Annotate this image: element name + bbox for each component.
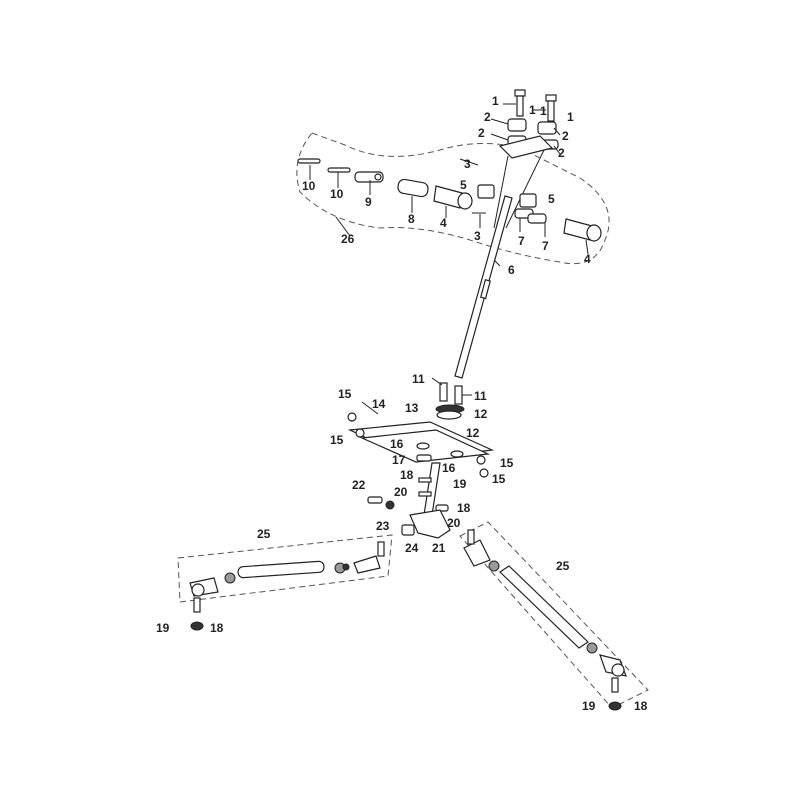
label-20: 20	[447, 516, 461, 530]
label-21: 21	[432, 541, 446, 555]
label-18: 18	[210, 621, 224, 635]
top-mount-brace	[493, 149, 545, 229]
label-2: 2	[478, 126, 485, 140]
label-2: 2	[484, 110, 491, 124]
label-1: 1	[567, 110, 574, 124]
label-6: 6	[508, 263, 515, 277]
shaft-lower-bolts-11	[439, 382, 463, 405]
top-clamp-bolts	[514, 89, 557, 122]
label-13: 13	[405, 401, 419, 415]
left-tie-rod-assembly-boundary	[177, 534, 393, 603]
label-11: 11	[412, 372, 425, 386]
label-2: 2	[558, 146, 565, 160]
label-24: 24	[405, 541, 419, 555]
label-10: 10	[330, 187, 344, 201]
right-tie-rod	[463, 529, 627, 711]
label-19: 19	[156, 621, 170, 635]
pitman-arm-21-24	[401, 509, 451, 539]
lever-bracket-9	[354, 171, 384, 183]
label-15: 15	[500, 456, 514, 470]
pins-10	[297, 158, 351, 173]
label-11: 11	[474, 389, 487, 403]
label-7: 7	[518, 234, 525, 248]
keys-3	[459, 158, 486, 214]
label-19: 19	[582, 699, 596, 713]
label-18: 18	[400, 468, 414, 482]
label-16: 16	[390, 437, 404, 451]
label-15: 15	[330, 433, 344, 447]
label-15: 15	[492, 472, 506, 486]
label-25: 25	[556, 559, 570, 573]
label-20: 20	[394, 485, 408, 499]
label-18: 18	[457, 501, 471, 515]
label-9: 9	[365, 195, 372, 209]
label-1: 1	[529, 103, 536, 117]
part-labels: 1 1 1 1 2 2 2 2 3 3 4 4 5 5 6 7 7 8 9 10…	[156, 94, 648, 713]
label-25: 25	[257, 527, 271, 541]
label-14: 14	[372, 397, 386, 411]
handlebar-grip-right-4	[563, 218, 602, 242]
label-4: 4	[440, 216, 447, 230]
bearing-washers-12-13	[435, 404, 465, 420]
leader-lines	[309, 103, 589, 415]
label-1: 1	[540, 104, 547, 118]
label-17: 17	[392, 453, 406, 467]
label-5: 5	[548, 192, 555, 206]
bushings-5	[477, 184, 537, 208]
label-1: 1	[492, 94, 499, 108]
spacers-7	[514, 208, 547, 224]
handlebar-grip-left-4	[433, 185, 473, 210]
label-5: 5	[460, 178, 467, 192]
nut-23	[385, 500, 395, 510]
label-22: 22	[352, 478, 366, 492]
steering-shaft-6	[454, 195, 513, 379]
left-tie-rod	[189, 541, 385, 631]
label-12: 12	[474, 407, 488, 421]
label-8: 8	[408, 212, 415, 226]
right-tie-rod-assembly-boundary	[459, 521, 649, 709]
label-26: 26	[341, 232, 355, 246]
label-23: 23	[376, 519, 390, 533]
label-12: 12	[466, 426, 480, 440]
label-16: 16	[442, 461, 456, 475]
label-10: 10	[302, 179, 316, 193]
top-mount-plate	[498, 135, 554, 159]
label-18: 18	[634, 699, 648, 713]
label-15: 15	[338, 387, 352, 401]
label-2: 2	[562, 129, 569, 143]
label-4: 4	[584, 252, 591, 266]
label-7: 7	[542, 239, 549, 253]
label-19: 19	[453, 477, 467, 491]
label-3: 3	[464, 157, 471, 171]
bolts-15	[347, 412, 489, 478]
handlebar-assembly-boundary	[296, 132, 610, 265]
bolt-22	[367, 496, 383, 504]
nuts-16-17	[416, 442, 464, 462]
washers-18-20	[418, 477, 449, 512]
throttle-tube-8	[397, 178, 429, 198]
label-3: 3	[474, 229, 481, 243]
